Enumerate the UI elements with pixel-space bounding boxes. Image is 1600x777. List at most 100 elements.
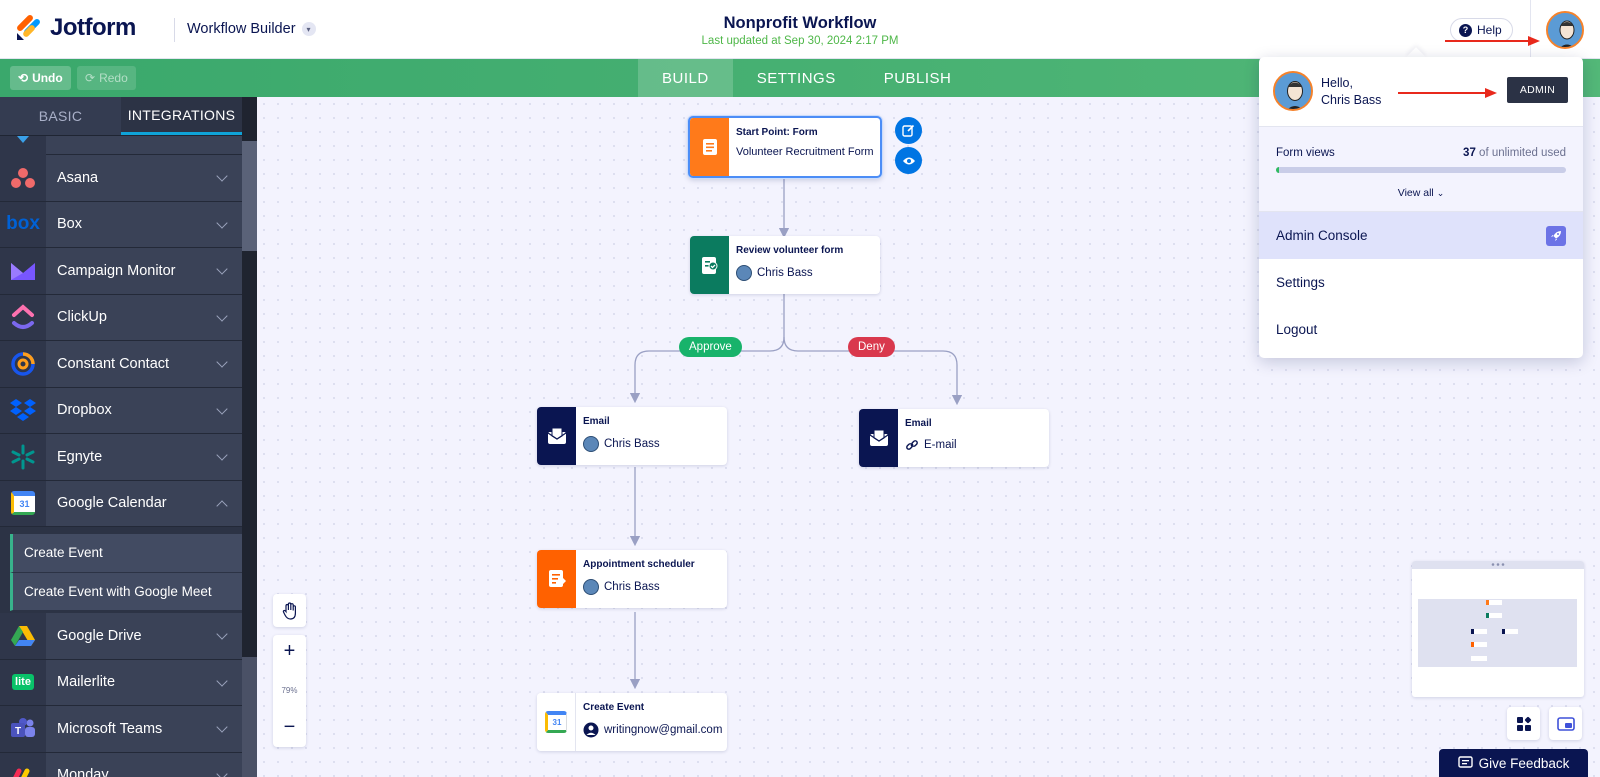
sidebar-item-campaign-monitor[interactable]: Campaign Monitor xyxy=(0,248,242,295)
header-divider xyxy=(174,18,175,42)
workflow-canvas[interactable]: Start Point: Form Volunteer Recruitment … xyxy=(257,97,1600,777)
user-icon xyxy=(583,722,599,738)
review-node[interactable]: Review volunteer form Chris Bass xyxy=(690,236,880,294)
app-elements-button[interactable] xyxy=(1507,707,1540,740)
sidebar-subitem-create-event[interactable]: Create Event xyxy=(10,534,242,573)
deny-branch-badge[interactable]: Deny xyxy=(848,337,895,357)
avatar xyxy=(1273,71,1313,111)
node-recipient: E-mail xyxy=(905,438,957,452)
edit-node-button[interactable] xyxy=(895,117,922,144)
workflow-builder-label: Workflow Builder xyxy=(187,21,296,37)
appointment-node[interactable]: Appointment scheduler Chris Bass xyxy=(537,550,727,608)
zoom-in-button[interactable]: + xyxy=(283,640,296,662)
workflow-builder-dropdown[interactable]: Workflow Builder ▾ xyxy=(187,21,316,37)
zoom-out-button[interactable]: − xyxy=(283,716,296,738)
recipient-field: E-mail xyxy=(924,439,957,451)
sidebar-item-label: Dropbox xyxy=(57,402,112,419)
sidebar-item-google-drive[interactable]: Google Drive xyxy=(0,613,242,660)
settings-menu-item[interactable]: Settings xyxy=(1259,259,1583,306)
drag-dots-icon xyxy=(1491,563,1505,566)
sidebar-item-label: Monday xyxy=(57,767,109,777)
pan-tool-button[interactable] xyxy=(273,594,306,627)
partial-icon xyxy=(17,136,29,143)
widgets-icon xyxy=(1516,716,1531,731)
page-title[interactable]: Nonprofit Workflow xyxy=(723,14,877,32)
tab-publish[interactable]: PUBLISH xyxy=(883,69,952,87)
egnyte-icon xyxy=(11,444,35,470)
logout-menu-item[interactable]: Logout xyxy=(1259,306,1583,353)
campaign-monitor-icon xyxy=(11,262,35,280)
admin-console-label: Admin Console xyxy=(1276,228,1368,243)
view-all-link[interactable]: View all ⌄ xyxy=(1259,187,1583,199)
sidebar-item-google-calendar[interactable]: 31 Google Calendar xyxy=(0,480,242,527)
asana-icon xyxy=(11,167,35,188)
start-node[interactable]: Start Point: Form Volunteer Recruitment … xyxy=(688,116,882,178)
chevron-down-icon xyxy=(216,309,228,322)
node-assignee: Chris Bass xyxy=(583,579,695,595)
email-node-deny[interactable]: Email E-mail xyxy=(859,409,1049,467)
undo-button[interactable]: ⟲ Undo xyxy=(10,66,71,90)
help-button[interactable]: ? Help xyxy=(1450,18,1513,42)
admin-console-menu-item[interactable]: Admin Console xyxy=(1259,212,1583,259)
undo-icon: ⟲ xyxy=(18,71,29,85)
chevron-down-icon: ▾ xyxy=(301,22,316,36)
usage-number: 37 xyxy=(1463,147,1476,159)
node-title: Create Event xyxy=(583,702,645,713)
canvas-minimap[interactable] xyxy=(1412,561,1584,697)
calendar-day: 31 xyxy=(552,718,562,727)
hand-icon xyxy=(282,601,296,620)
sidebar-item-label: ClickUp xyxy=(57,309,107,326)
usage-progress-fill xyxy=(1276,167,1279,173)
sidebar-item-label: Microsoft Teams xyxy=(57,720,163,737)
zoom-level: 79% xyxy=(281,686,298,695)
give-feedback-button[interactable]: Give Feedback xyxy=(1439,749,1588,777)
sidebar-item-clickup[interactable]: ClickUp xyxy=(0,294,242,341)
sidebar-scrollbar[interactable] xyxy=(242,97,257,777)
assignee-name: Chris Bass xyxy=(757,267,813,279)
sidebar-subitem-create-event-meet[interactable]: Create Event with Google Meet xyxy=(10,572,242,611)
avatar[interactable] xyxy=(1546,11,1584,49)
jotform-logo[interactable]: Jotform xyxy=(16,14,136,42)
sidebar-item-constant-contact[interactable]: Constant Contact xyxy=(0,341,242,388)
last-updated-text: Last updated at Sep 30, 2024 2:17 PM xyxy=(701,35,899,47)
avatar xyxy=(583,436,599,452)
redo-button[interactable]: ⟳ Redo xyxy=(77,66,136,90)
sidebar-item-asana[interactable]: Asana xyxy=(0,155,242,202)
minimap-toggle-button[interactable] xyxy=(1549,707,1582,740)
minimap-handle[interactable] xyxy=(1412,561,1584,569)
chevron-down-icon xyxy=(216,402,228,415)
email-icon xyxy=(537,407,576,465)
dropbox-icon xyxy=(10,399,36,422)
link-icon xyxy=(906,440,918,450)
account-email: writingnow@gmail.com xyxy=(604,724,723,736)
sidebar-item-dropbox[interactable]: Dropbox xyxy=(0,387,242,434)
tab-settings[interactable]: SETTINGS xyxy=(756,69,836,87)
list-item-partial xyxy=(0,136,242,155)
sidebar-scroll-thumb[interactable] xyxy=(242,141,257,251)
minimap-icon xyxy=(1556,716,1575,731)
form-icon xyxy=(690,118,729,176)
sidebar-item-box[interactable]: box Box xyxy=(0,201,242,248)
preview-node-button[interactable] xyxy=(895,147,922,174)
sidebar-item-label: Asana xyxy=(57,169,99,186)
top-header: Jotform Workflow Builder ▾ Nonprofit Wor… xyxy=(0,0,1600,59)
approve-branch-badge[interactable]: Approve xyxy=(679,337,742,357)
usage-panel: Form views 37 of unlimited used View all… xyxy=(1259,127,1583,212)
calendar-day: 31 xyxy=(19,499,30,510)
sidebar-item-egnyte[interactable]: Egnyte xyxy=(0,434,242,481)
admin-badge[interactable]: ADMIN xyxy=(1507,77,1568,103)
chevron-down-icon xyxy=(216,356,228,368)
email-node-approve[interactable]: Email Chris Bass xyxy=(537,407,727,465)
account-dropdown: Hello, Chris Bass ADMIN Form views 37 of… xyxy=(1259,57,1583,358)
sidebar-item-microsoft-teams[interactable]: T Microsoft Teams xyxy=(0,706,242,753)
create-event-node[interactable]: 31 Create Event writingnow@gmail.com xyxy=(537,693,727,751)
sidebar-item-mailerlite[interactable]: lite Mailerlite xyxy=(0,659,242,706)
user-name: Chris Bass xyxy=(1321,93,1382,107)
tab-integrations[interactable]: INTEGRATIONS xyxy=(121,97,242,135)
view-all-label: View all xyxy=(1397,187,1434,199)
sidebar-item-monday[interactable]: Monday xyxy=(0,752,242,777)
assignee-name: Chris Bass xyxy=(604,581,660,593)
minimap-viewport xyxy=(1418,599,1577,667)
tab-build[interactable]: BUILD xyxy=(638,59,733,97)
tab-basic[interactable]: BASIC xyxy=(38,108,83,124)
